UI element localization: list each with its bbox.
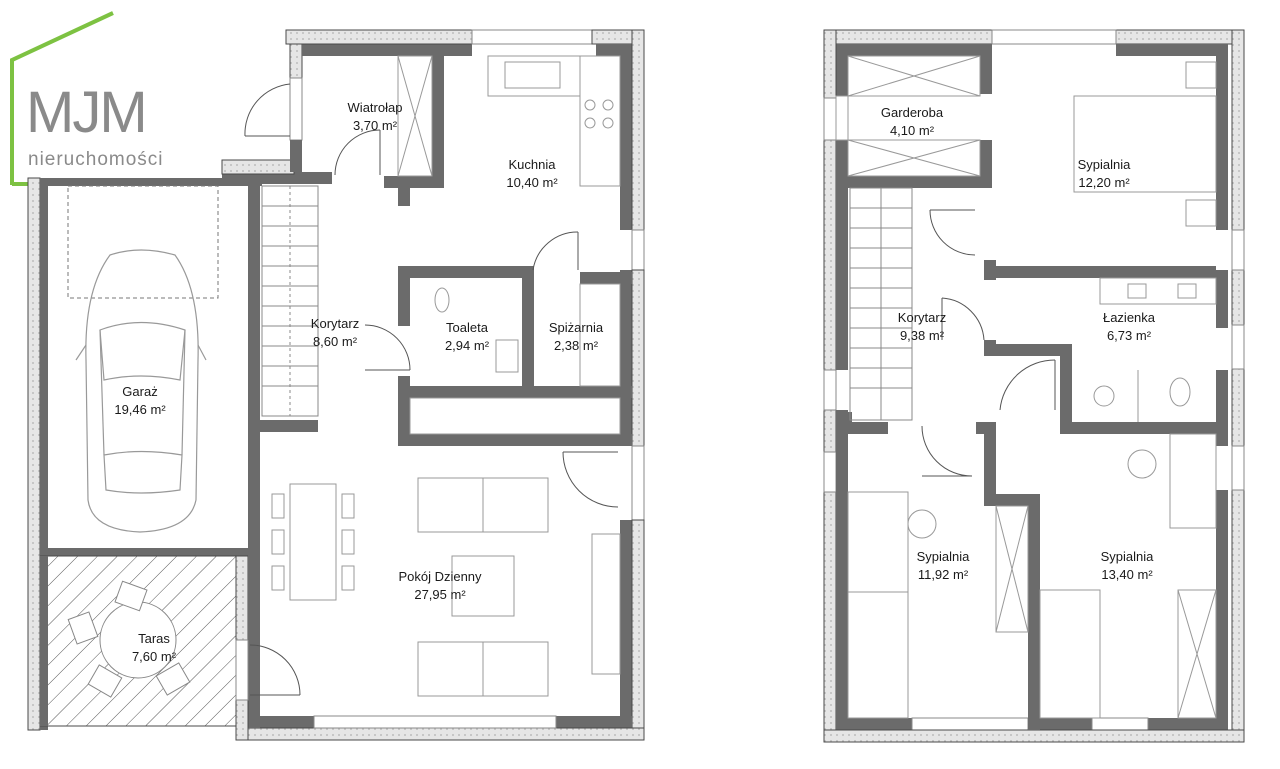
room-name-garderoba: Garderoba <box>881 105 944 120</box>
first-floor-labels: Garderoba 4,10 m² Sypialnia 12,20 m² Kor… <box>881 105 1156 582</box>
walk-in-wardrobe-shelves <box>847 55 981 177</box>
dining-table-icon <box>289 483 337 601</box>
room-area-pokoj-dzienny: 27,95 m² <box>414 587 466 602</box>
terrace-chairs-icon <box>67 580 191 698</box>
room-area-korytarz-first: 9,38 m² <box>900 328 945 343</box>
room-name-spizarnia: Spiżarnia <box>549 320 604 335</box>
living-room-furniture <box>271 477 621 697</box>
toilet-fixtures <box>434 287 519 373</box>
kitchen-furniture <box>487 55 621 187</box>
logo-subtitle: nieruchomości <box>28 149 164 170</box>
bathroom-sink-icon <box>1127 283 1147 299</box>
room-name-korytarz-ground: Korytarz <box>311 316 359 331</box>
toilet-bowl-icon <box>434 287 450 313</box>
bedroom-desk-icons <box>847 433 1217 719</box>
ground-floor-labels: Wiatrołap 3,70 m² Kuchnia 10,40 m² Koryt… <box>114 100 604 664</box>
room-area-korytarz-ground: 8,60 m² <box>313 334 358 349</box>
room-name-sypialnia-2: Sypialnia <box>917 549 971 564</box>
garage-door-swing <box>67 185 219 299</box>
room-area-lazienka: 6,73 m² <box>1107 328 1152 343</box>
room-name-taras: Taras <box>138 631 170 646</box>
room-area-wiatrolap: 3,70 m² <box>353 118 398 133</box>
room-name-korytarz-first: Korytarz <box>898 310 946 325</box>
bathroom-fixtures <box>1093 277 1217 422</box>
logo: MJM nieruchomości <box>10 11 208 186</box>
stairs-first-icon <box>849 187 913 421</box>
tv-cabinet-icon <box>591 533 621 675</box>
shower-icon <box>1093 385 1115 407</box>
pantry-shelves <box>579 283 621 387</box>
logo-roof-icon <box>10 11 114 185</box>
sink-icon <box>504 61 561 89</box>
room-name-sypialnia-3: Sypialnia <box>1101 549 1155 564</box>
coffee-table-icon <box>451 555 515 617</box>
room-area-sypialnia-1: 12,20 m² <box>1078 175 1130 190</box>
room-name-garaz: Garaż <box>122 384 157 399</box>
ground-floor-plan <box>27 29 645 741</box>
doors-ground <box>244 83 619 696</box>
room-name-wiatrolap: Wiatrołap <box>348 100 403 115</box>
room-name-lazienka: Łazienka <box>1103 310 1156 325</box>
hall-wardrobe <box>409 397 621 435</box>
car-icon <box>75 249 207 533</box>
room-area-kuchnia: 10,40 m² <box>506 175 558 190</box>
room-area-garaz: 19,46 m² <box>114 402 166 417</box>
room-area-garderoba: 4,10 m² <box>890 123 935 138</box>
bed-icon <box>1073 61 1217 227</box>
bathroom-sink-icon-2 <box>1177 283 1197 299</box>
room-area-sypialnia-2: 11,92 m² <box>918 567 969 582</box>
terrace <box>39 555 241 727</box>
doors-first <box>921 209 1056 477</box>
room-name-sypialnia-1: Sypialnia <box>1078 157 1132 172</box>
toilet-sink-icon <box>495 339 519 373</box>
room-name-toaleta: Toaleta <box>446 320 489 335</box>
logo-initials: MJM <box>26 80 146 145</box>
first-floor-plan <box>823 29 1245 743</box>
room-area-sypialnia-3: 13,40 m² <box>1101 567 1153 582</box>
room-name-kuchnia: Kuchnia <box>509 157 557 172</box>
interior-walls-ground <box>384 56 632 446</box>
room-area-spizarnia: 2,38 m² <box>554 338 599 353</box>
stairs-ground-icon <box>261 185 319 417</box>
room-area-toaleta: 2,94 m² <box>445 338 490 353</box>
garage-walls <box>27 177 262 731</box>
house-walls-ground <box>221 29 645 741</box>
room-name-pokoj-dzienny: Pokój Dzienny <box>398 569 482 584</box>
interior-walls-first <box>835 44 1228 730</box>
wc-icon <box>1169 377 1191 407</box>
room-area-taras: 7,60 m² <box>132 649 177 664</box>
house-walls-first <box>823 29 1245 743</box>
